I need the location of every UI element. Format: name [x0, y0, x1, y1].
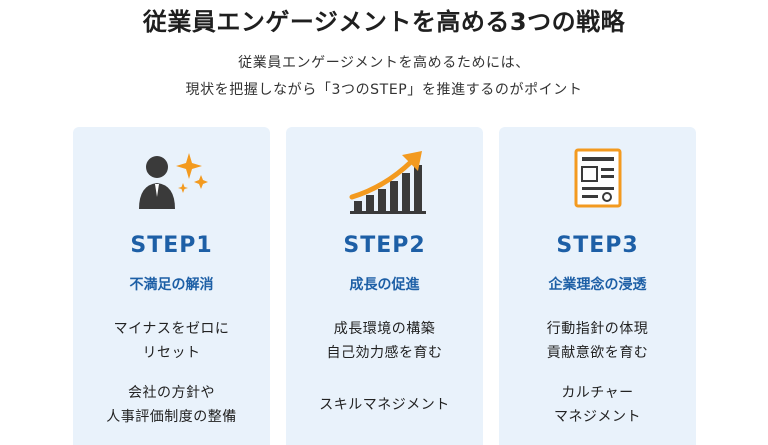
- step-item-1: 成長環境の構築 自己効力感を育む: [286, 317, 483, 365]
- step-item-2: スキルマネジメント: [286, 393, 483, 417]
- item-line: マネジメント: [554, 409, 641, 425]
- item-line: 成長環境の構築: [333, 321, 436, 337]
- item-line: 行動指針の体現: [546, 321, 649, 337]
- item-line: カルチャー: [561, 385, 634, 401]
- step-card-3: STEP3 企業理念の浸透 行動指針の体現 貢献意欲を育む カルチャー マネジメ…: [499, 127, 696, 445]
- item-line: スキルマネジメント: [319, 397, 450, 413]
- step-theme: 企業理念の浸透: [548, 277, 647, 293]
- step-card-1: STEP1 不満足の解消 マイナスをゼロに リセット 会社の方針や 人事評価制度…: [73, 127, 270, 445]
- item-line: 自己効力感を育む: [326, 345, 443, 361]
- person-sparkle-icon: [138, 153, 208, 209]
- step-label: STEP3: [556, 233, 639, 258]
- step-card-2: STEP2 成長の促進 成長環境の構築 自己効力感を育む スキルマネジメント: [286, 127, 483, 445]
- growth-chart-icon: [349, 151, 426, 214]
- document-icon: [574, 148, 621, 208]
- step-item-1: 行動指針の体現 貢献意欲を育む: [499, 317, 696, 365]
- item-line: マイナスをゼロに: [113, 321, 230, 337]
- item-line: 会社の方針や: [128, 385, 215, 401]
- page-title: 従業員エンゲージメントを高める3つの戦略: [142, 8, 626, 36]
- step-item-1: マイナスをゼロに リセット: [73, 317, 270, 365]
- step-item-2: カルチャー マネジメント: [499, 381, 696, 429]
- subtitle-line-2: 現状を把握しながら「3つのSTEP」を推進するのがポイント: [185, 82, 583, 98]
- step-label: STEP2: [343, 233, 426, 258]
- step-item-2: 会社の方針や 人事評価制度の整備: [73, 381, 270, 429]
- item-line: 人事評価制度の整備: [106, 409, 237, 425]
- subtitle-line-1: 従業員エンゲージメントを高めるためには、: [238, 55, 530, 71]
- step-label: STEP1: [130, 233, 213, 258]
- item-line: リセット: [142, 345, 201, 361]
- step-theme: 成長の促進: [349, 277, 420, 293]
- item-line: 貢献意欲を育む: [546, 345, 649, 361]
- step-theme: 不満足の解消: [129, 277, 214, 293]
